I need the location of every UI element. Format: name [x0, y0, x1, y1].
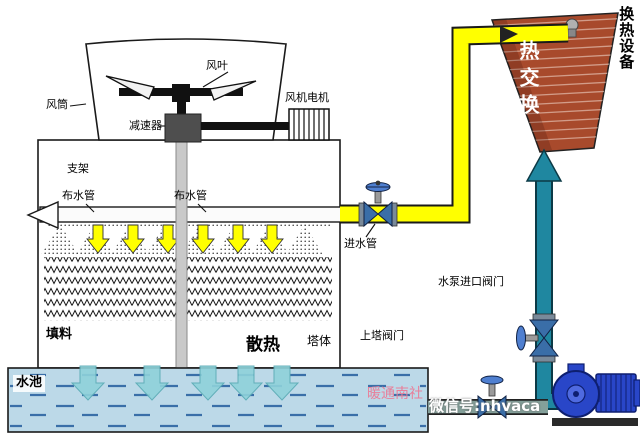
leader-lines [69, 71, 376, 238]
support-label: 支架 [67, 162, 89, 175]
fan-blade-right-icon [209, 80, 257, 101]
reducer-box [164, 113, 202, 143]
drive-shaft [175, 139, 188, 369]
pump-inlet-valve-icon [516, 313, 560, 363]
spray-down-arrows [86, 224, 284, 254]
inlet-valve-icon [358, 180, 398, 228]
to-tower-valve-label: 上塔阀门 [360, 329, 404, 342]
flow-arrow-right-icon [500, 26, 518, 43]
yellow-supply-pipe [340, 23, 569, 224]
fan-motor-box [288, 108, 330, 141]
pool-down-arrows [70, 365, 300, 401]
flow-arrow-up-icon [525, 148, 563, 182]
tower-body-label: 塔体 [307, 334, 332, 348]
heat-exchanger-label: 热交换 [516, 40, 540, 121]
water-pump [552, 363, 640, 426]
teal-riser-pipe [525, 148, 563, 410]
fan-duct-label: 风筒 [46, 98, 68, 111]
water-pool-label: 水池 [13, 375, 46, 392]
flow-arrow-left-icon [26, 200, 59, 230]
watermark-wechat: 微信号:nhvaca [429, 397, 541, 415]
fan-motor-label: 风机电机 [285, 91, 329, 104]
suction-valve-icon [477, 375, 507, 420]
reducer-label: 减速器 [129, 119, 162, 132]
pump-inlet-valve-label: 水泵进口阀门 [438, 275, 504, 288]
motor-shaft-link [201, 122, 289, 130]
heat-dissipation-label: 散热 [246, 335, 280, 355]
fan-assembly [105, 75, 257, 118]
fill-packing [44, 257, 332, 321]
fill-material-label: 填料 [46, 327, 73, 342]
distribution-pipe-right-label: 布水管 [174, 189, 207, 202]
heat-exchanger-unit [490, 12, 619, 153]
fan-blade-label: 风叶 [206, 59, 228, 72]
distribution-pipe-left-label: 布水管 [62, 189, 95, 202]
fan-blade-left-icon [105, 75, 155, 100]
water-pool [7, 367, 429, 433]
heat-exchange-equipment-label: 换热设备 [617, 6, 636, 70]
watermark-brand: 暖通南社 [367, 386, 423, 402]
inlet-pipe-label: 进水管 [344, 237, 377, 250]
